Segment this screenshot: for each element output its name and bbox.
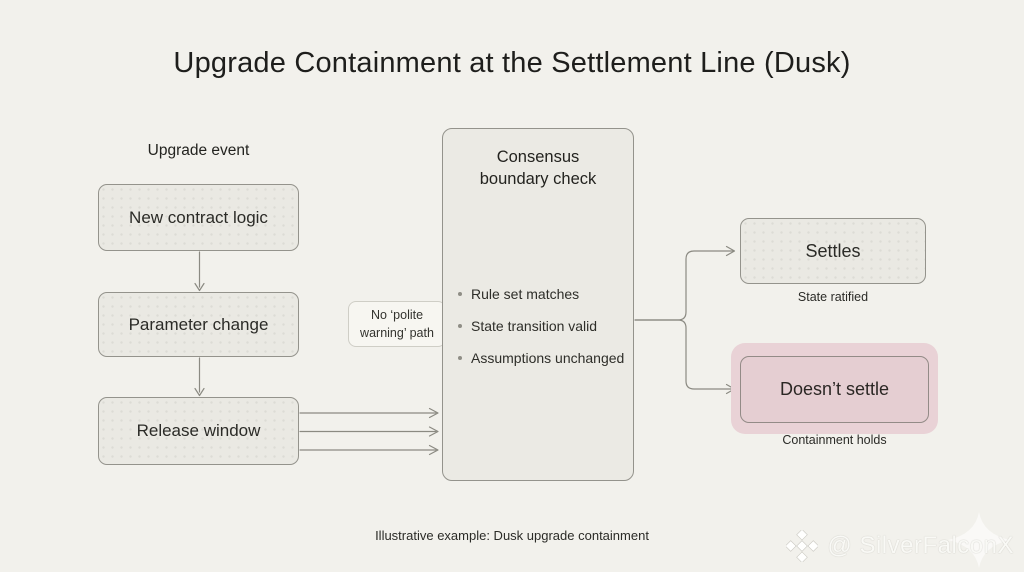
- node-settles: Settles: [740, 218, 926, 284]
- node-label: New contract logic: [129, 207, 268, 227]
- doesnt-settle-caption: Containment holds: [782, 433, 887, 447]
- node-label: Parameter change: [128, 314, 269, 334]
- node-consensus-boundary-check: Consensus boundary check Rule set matche…: [442, 128, 634, 481]
- consensus-title-line2: boundary check: [479, 170, 597, 189]
- bullet-dot-icon: [458, 356, 462, 360]
- node-release-window: Release window: [98, 397, 299, 465]
- bullet-label: State transition valid: [471, 318, 598, 334]
- watermark: @ SilverFalconX: [786, 530, 1014, 562]
- bullet-dot-icon: [458, 292, 462, 296]
- consensus-title-line1: Consensus: [496, 148, 580, 166]
- bullet-label: Assumptions unchanged: [471, 350, 625, 366]
- settles-caption: State ratified: [797, 290, 869, 304]
- bullet-item: State transition valid: [458, 316, 629, 336]
- node-label: Doesn’t settle: [779, 379, 890, 399]
- node-parameter-change: Parameter change: [98, 292, 299, 357]
- consensus-title: Consensus boundary check: [443, 129, 633, 191]
- illustrative-caption: Illustrative example: Dusk upgrade conta…: [375, 528, 649, 543]
- upgrade-event-heading: Upgrade event: [147, 142, 250, 159]
- diamond-logo-icon: [786, 530, 819, 562]
- page-title: Upgrade Containment at the Settlement Li…: [173, 47, 851, 79]
- bullet-label: Rule set matches: [471, 286, 580, 302]
- node-new-contract-logic: New contract logic: [98, 184, 299, 251]
- node-doesnt-settle: Doesn’t settle: [740, 356, 929, 423]
- node-label: Release window: [136, 421, 261, 440]
- note-line1: No ‘polite: [370, 307, 424, 322]
- note-line2: warning’ path: [360, 326, 434, 340]
- watermark-handle: @ SilverFalconX: [827, 532, 1014, 559]
- bullet-dot-icon: [458, 324, 462, 328]
- note-no-polite-warning: No ‘polite warning’ path: [348, 301, 446, 347]
- bullet-item: Rule set matches: [458, 284, 629, 304]
- consensus-bullet-list: Rule set matches State transition valid …: [458, 284, 629, 368]
- sparkle-icon: [948, 512, 1010, 568]
- node-label: Settles: [805, 240, 861, 261]
- bullet-item: Assumptions unchanged: [458, 348, 629, 368]
